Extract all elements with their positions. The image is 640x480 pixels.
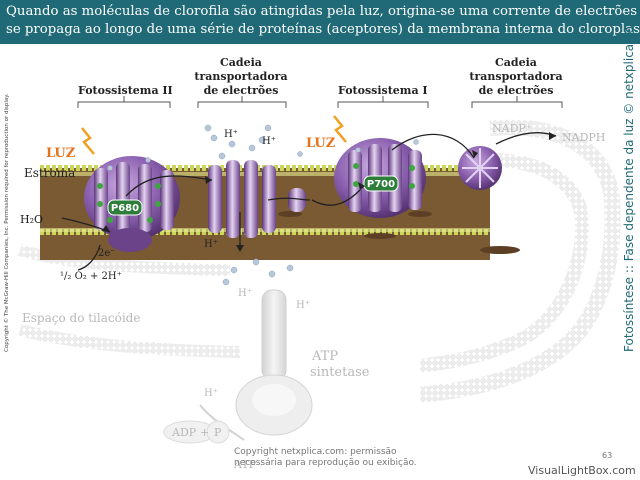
header-chain-2-line-3: de electrões — [479, 84, 554, 97]
arrow-heads — [102, 132, 556, 252]
plus-label: + — [200, 426, 209, 439]
atp-synthase-label-2: sintetase — [310, 365, 370, 380]
proton-label-2: H⁺ — [262, 136, 276, 147]
p680-label: P680 — [111, 203, 139, 214]
caption-banner: Quando as moléculas de clorofila são ati… — [0, 0, 640, 44]
header-photosystem-1: Fotossistema I — [338, 84, 428, 97]
header-brackets — [77, 96, 563, 108]
header-chain-2-line-1: Cadeia — [495, 56, 537, 69]
atp-synthase — [163, 289, 313, 444]
side-title: Fotossíntese :: Fase dependente da luz ©… — [622, 14, 636, 352]
p700-label: P700 — [367, 179, 395, 190]
atp-label: ATP — [233, 458, 257, 471]
header-chain-1-line-2: transportadora — [194, 70, 287, 83]
footer-copyright: Copyright netxplica.com: permissão neces… — [234, 447, 417, 469]
proton-label-5: H⁺ — [296, 300, 310, 311]
thylakoid-membrane-faded — [18, 119, 621, 403]
p700-box — [363, 175, 399, 192]
side-title-container: Fotossíntese :: Fase dependente da luz ©… — [618, 14, 638, 352]
proton-label-4: H⁺ — [238, 288, 252, 299]
light-label-ps1: LUZ — [306, 136, 336, 151]
water-label: H₂O — [20, 213, 43, 226]
footer-copyright-line-2: necessária para reprodução ou exibição. — [234, 458, 417, 468]
light-label-ps2: LUZ — [46, 146, 76, 161]
caption-line-2: se propaga ao longo de uma série de prot… — [6, 22, 640, 37]
page-number: 63 — [602, 451, 613, 460]
proton-label-1: H⁺ — [224, 129, 238, 140]
oxygen-label: ¹/₂ O₂ + 2H⁺ — [60, 271, 122, 282]
left-copyright: Copyright © The McGraw-Hill Companies, I… — [4, 93, 10, 352]
electrons-label: 2e⁻ — [98, 248, 116, 259]
cytochrome-complex — [208, 160, 306, 238]
atp-synthase-label-1: ATP — [311, 349, 338, 364]
adp-label: ADP — [171, 426, 197, 439]
proton-particles — [107, 124, 419, 286]
header-chain-1-line-1: Cadeia — [220, 56, 262, 69]
header-chain-1-line-3: de electrões — [204, 84, 279, 97]
proton-label-3: H⁺ — [204, 239, 218, 250]
header-photosystem-2: Fotossistema II — [78, 84, 173, 97]
proton-label-6: H⁺ — [204, 388, 218, 399]
caption-line-1: Quando as moléculas de clorofila são ati… — [6, 4, 640, 19]
light-bolt-icon — [81, 115, 347, 155]
p680-box — [107, 199, 143, 216]
nadp-label: NADP⁺ — [492, 122, 532, 135]
lumen-label: Espaço do tilacóide — [22, 311, 140, 325]
brand-watermark: VisualLightBox.com — [528, 464, 636, 477]
stroma-label: Estroma — [24, 166, 75, 180]
nadph-label: NADPH — [562, 131, 605, 144]
header-chain-2-line-2: transportadora — [469, 70, 562, 83]
phosphate-label: P — [214, 426, 222, 439]
footer-copyright-line-1: Copyright netxplica.com: permissão — [234, 447, 397, 457]
nadp-reductase — [458, 146, 502, 190]
